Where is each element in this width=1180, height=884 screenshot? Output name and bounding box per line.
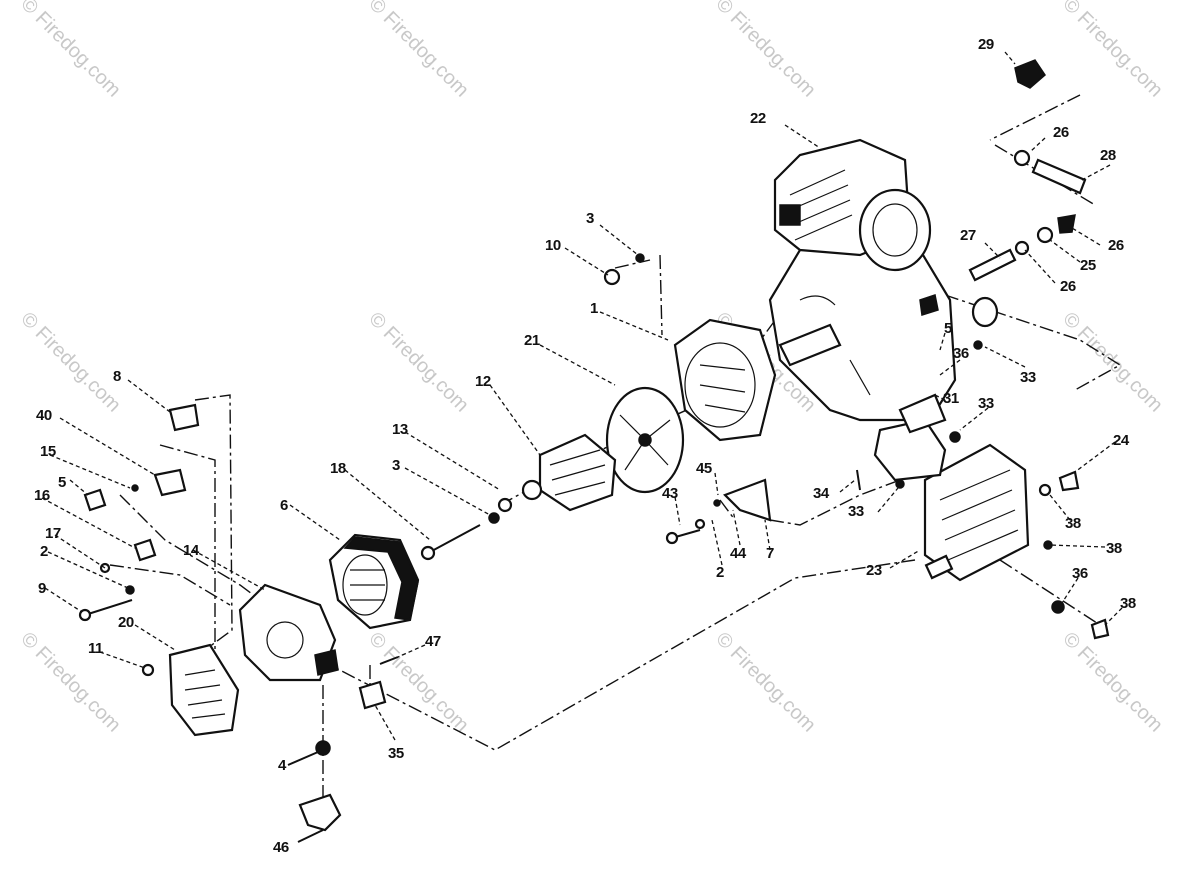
callout-label: 25 [1080, 257, 1096, 274]
watermark: © Firedog.com [711, 628, 820, 737]
callout-label: 35 [388, 745, 404, 762]
callout-label: 43 [662, 485, 678, 502]
callout-label: 18 [330, 460, 346, 477]
callout-label: 11 [88, 640, 103, 657]
callout-label: 36 [1072, 565, 1088, 582]
callout-label: 3 [392, 457, 400, 474]
callout-label: 36 [953, 345, 969, 362]
callout-label: 16 [34, 487, 50, 504]
callout-labels: 29 22 26 28 26 25 26 27 3 10 1 21 5 36 3… [34, 36, 1136, 856]
callout-label: 33 [978, 395, 994, 412]
bearing-carrier [238, 583, 339, 682]
callout-label: 26 [1053, 124, 1069, 141]
callout-label: 2 [40, 543, 48, 560]
callout-label: 29 [978, 36, 994, 53]
callout-label: 21 [524, 332, 540, 349]
callout-label: 28 [1100, 147, 1116, 164]
callout-label: 8 [113, 368, 121, 385]
watermark: © Firedog.com [1058, 628, 1167, 737]
end-cover [168, 643, 240, 737]
callout-label: 38 [1065, 515, 1081, 532]
callout-label: 20 [118, 614, 134, 631]
callout-label: 3 [586, 210, 594, 227]
stator [328, 533, 420, 630]
callout-label: 26 [1060, 278, 1076, 295]
callout-label: 6 [280, 497, 288, 514]
callout-label: 14 [183, 542, 200, 559]
callout-label: 47 [425, 633, 441, 650]
callout-label: 1 [590, 300, 598, 317]
watermark: © Firedog.com [16, 628, 125, 737]
callout-label: 15 [40, 443, 56, 460]
callout-label: 17 [45, 525, 61, 542]
watermark: © Firedog.com [16, 308, 125, 417]
callout-label: 31 [943, 390, 959, 407]
callout-label: 38 [1120, 595, 1136, 612]
callout-label: 33 [848, 503, 864, 520]
callout-label: 5 [58, 474, 66, 491]
cooling-fan [605, 386, 685, 494]
watermark-layer: © Firedog.com © Firedog.com © Firedog.co… [16, 0, 1167, 736]
engine-block [768, 138, 957, 422]
callout-label: 23 [866, 562, 882, 579]
callout-label: 7 [766, 545, 774, 562]
watermark: © Firedog.com [364, 0, 473, 101]
exhaust-bracket [873, 393, 947, 482]
callout-label: 5 [944, 320, 952, 337]
callout-label: 4 [278, 757, 287, 774]
callout-label: 2 [716, 564, 724, 581]
callout-label: 26 [1108, 237, 1124, 254]
callout-label: 38 [1106, 540, 1122, 557]
callout-label: 27 [960, 227, 976, 244]
watermark: © Firedog.com [1058, 308, 1167, 417]
callout-label: 13 [392, 421, 408, 438]
muffler [923, 443, 1030, 582]
watermark: © Firedog.com [16, 0, 125, 101]
small-parts [78, 59, 1110, 843]
callout-label: 44 [730, 545, 747, 562]
callout-label: 22 [750, 110, 766, 127]
leader-lines [41, 51, 1123, 741]
callout-label: 33 [1020, 369, 1036, 386]
callout-label: 10 [545, 237, 561, 254]
callout-label: 24 [1113, 432, 1130, 449]
callout-label: 40 [36, 407, 52, 424]
callout-label: 45 [696, 460, 712, 477]
callout-label: 12 [475, 373, 491, 390]
rotor [521, 433, 617, 512]
callout-label: 9 [38, 580, 46, 597]
watermark: © Firedog.com [364, 308, 473, 417]
callout-label: 46 [273, 839, 289, 856]
callout-label: 34 [813, 485, 830, 502]
watermark: © Firedog.com [1058, 0, 1167, 101]
watermark: © Firedog.com [711, 0, 820, 101]
blower-housing [673, 318, 777, 442]
